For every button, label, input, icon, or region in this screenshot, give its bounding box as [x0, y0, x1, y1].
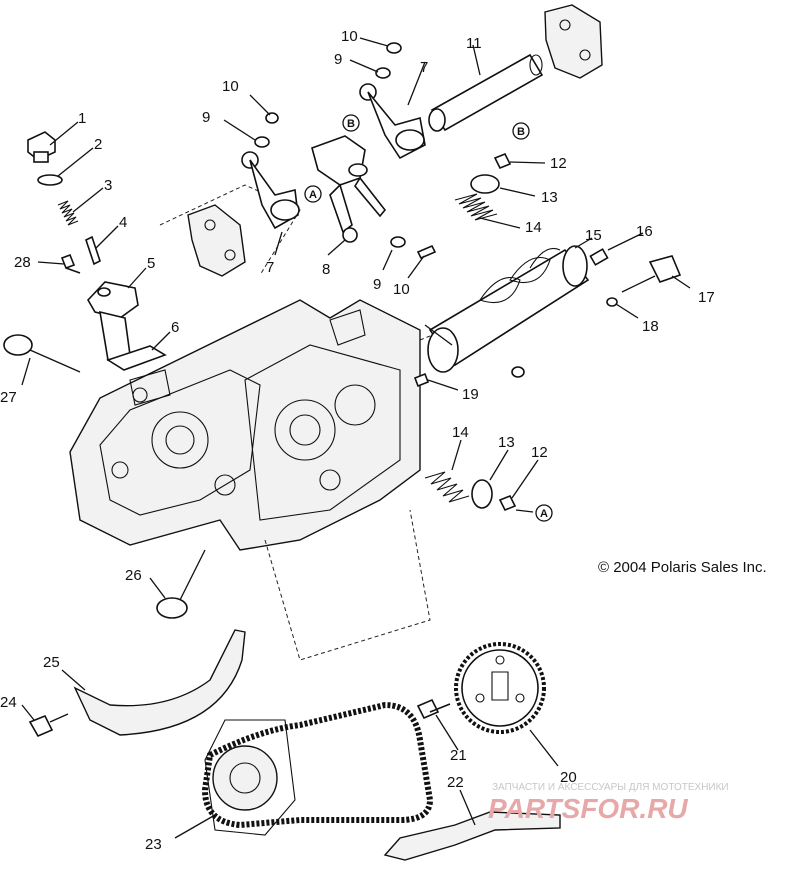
spring-3 [57, 200, 79, 226]
svg-text:B: B [347, 118, 355, 130]
valve-27 [3, 334, 81, 373]
callout-13b: 13 [498, 434, 515, 451]
callout-7a: 7 [266, 259, 274, 276]
watermark-logo: PARTSFOR.RU [488, 793, 688, 824]
callout-24: 24 [0, 694, 17, 711]
rocker-arm-7b [359, 83, 426, 160]
spring-14a [454, 193, 498, 221]
watermark-tagline: ЗАПЧАСТИ И АКСЕССУАРЫ ДЛЯ МОТОТЕХНИКИ [492, 782, 729, 793]
plunger-4 [85, 235, 101, 266]
pin-16 [589, 248, 609, 266]
callout-28: 28 [14, 254, 31, 271]
spring-14b [424, 471, 470, 503]
timing-chain-23 [201, 701, 434, 829]
bolt-24 [28, 713, 69, 738]
callout-9b: 9 [334, 51, 342, 68]
plug [511, 366, 525, 378]
callout-20: 20 [560, 769, 577, 786]
callout-15: 15 [585, 227, 602, 244]
rocker-arm-7a [241, 151, 300, 230]
valve-26 [156, 549, 206, 619]
callout-19: 19 [462, 386, 479, 403]
bolt-1 [27, 131, 56, 163]
ref-marker-a-lower: A [535, 504, 553, 522]
keeper-12b [498, 494, 517, 512]
svg-text:B: B [517, 126, 525, 138]
ref-marker-b-right: B [512, 122, 530, 140]
callout-13a: 13 [541, 189, 558, 206]
rocker-support [187, 204, 246, 277]
cylinder-head [69, 299, 421, 551]
callout-10c: 10 [393, 281, 410, 298]
callout-3: 3 [104, 177, 112, 194]
callout-4: 4 [119, 214, 127, 231]
callout-25: 25 [43, 654, 60, 671]
callout-5: 5 [147, 255, 155, 272]
callout-21: 21 [450, 747, 467, 764]
watermark: ЗАПЧАСТИ И АКСЕССУАРЫ ДЛЯ МОТОТЕХНИКИ PA… [488, 782, 729, 824]
callout-16: 16 [636, 223, 653, 240]
callout-10b: 10 [341, 28, 358, 45]
camshaft-15 [427, 245, 590, 373]
callout-8: 8 [322, 261, 330, 278]
washer-2 [37, 174, 63, 186]
retainer-13b [471, 479, 493, 509]
callout-10a: 10 [222, 78, 239, 95]
reference-markers: A A B B [304, 114, 553, 522]
svg-text:A: A [309, 189, 317, 201]
callout-18: 18 [642, 318, 659, 335]
ref-marker-a-upper: A [304, 185, 322, 203]
bolt-28 [60, 253, 81, 274]
bolt-19 [413, 372, 430, 388]
retainer-13a [470, 174, 500, 194]
callout-23: 23 [145, 836, 162, 853]
callout-2: 2 [94, 136, 102, 153]
callout-22: 22 [447, 774, 464, 791]
leader-lines [21, 37, 691, 839]
callout-6: 6 [171, 319, 179, 336]
callout-27: 27 [0, 389, 17, 406]
callout-14a: 14 [525, 219, 542, 236]
callout-12a: 12 [550, 155, 567, 172]
copyright-notice: © 2004 Polaris Sales Inc. [598, 559, 767, 576]
chain-guide-22 [383, 811, 561, 861]
callout-14b: 14 [452, 424, 469, 441]
rocker-support-upper [544, 4, 603, 79]
decomp-lever-17 [621, 255, 682, 293]
callout-9a: 9 [202, 109, 210, 126]
gasket-6 [106, 345, 167, 371]
callout-numbers: 1 2 3 4 5 6 7 7 8 9 9 9 10 10 10 11 12 1… [0, 28, 715, 853]
rocker-arm-8 [311, 135, 387, 243]
callout-7b: 7 [420, 59, 428, 76]
callout-12b: 12 [531, 444, 548, 461]
tensioner-5 [87, 281, 139, 361]
callout-26: 26 [125, 567, 142, 584]
bolt-21 [416, 698, 451, 720]
rocker-shaft-11 [428, 53, 544, 132]
callout-9c: 9 [373, 276, 381, 293]
parts-illustration [3, 4, 682, 861]
callout-1: 1 [78, 110, 86, 127]
adjusters [254, 42, 437, 260]
ref-marker-b-left: B [342, 114, 360, 132]
clip-18 [606, 297, 618, 307]
crank-sprocket [204, 719, 296, 836]
callout-11: 11 [466, 35, 482, 52]
chain-guide-25 [73, 629, 246, 736]
callout-17: 17 [698, 289, 715, 306]
valve-keeper-12a [493, 152, 512, 170]
svg-text:A: A [540, 508, 548, 520]
cam-sprocket-20 [454, 642, 546, 734]
